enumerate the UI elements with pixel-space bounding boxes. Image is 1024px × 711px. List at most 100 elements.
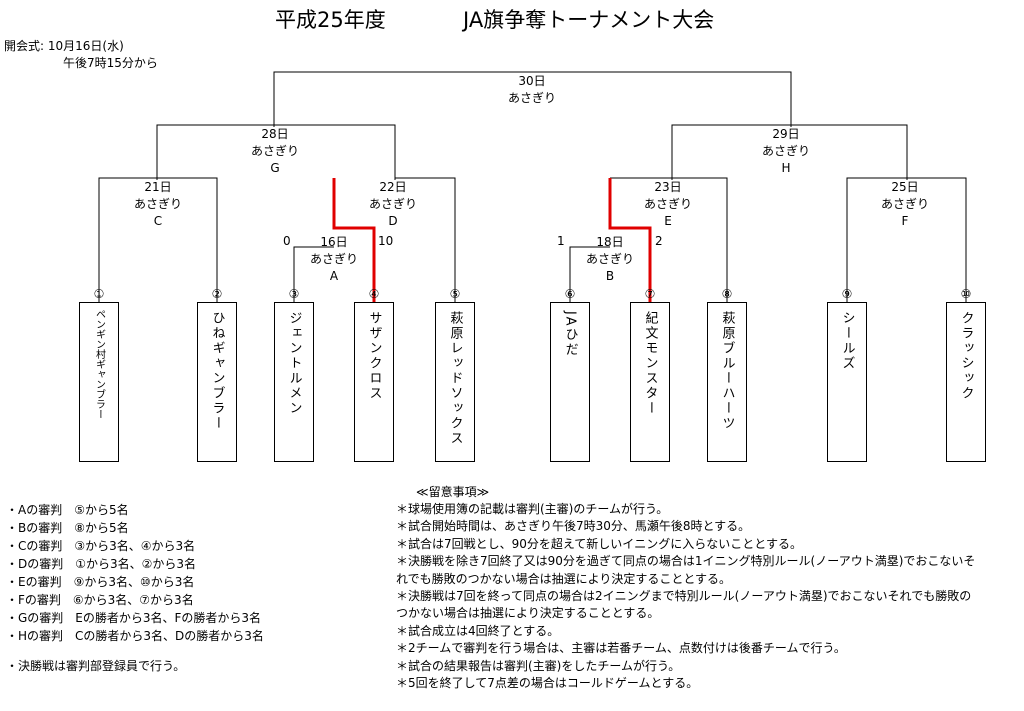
team-name: ひねギャンブラー	[209, 311, 225, 431]
final-venue: あさぎり	[507, 91, 556, 105]
notes-heading: ≪留意事項≫	[416, 485, 490, 499]
r1-b-code: B	[605, 269, 615, 283]
opening-label: 開会式:	[4, 39, 45, 53]
qf-d-venue: あさぎり	[368, 197, 417, 211]
semi-right-code: H	[781, 161, 791, 175]
team-box: JAひだ	[550, 302, 590, 462]
final-label: 30日 あさぎり	[492, 73, 572, 107]
team-name: 紀文モンスター	[642, 311, 658, 416]
team-name: JAひだ	[562, 311, 578, 358]
qf-c-venue: あさぎり	[133, 197, 182, 211]
team-box: ひねギャンブラー	[197, 302, 237, 462]
team-box: ジェントルメン	[274, 302, 314, 462]
semi-left-label: 28日 あさぎり G	[235, 126, 315, 177]
winner-path-e	[608, 178, 652, 302]
umpire-line: ・Bの審判 ⑧から5名	[6, 521, 129, 535]
note-item: ＊試合成立は4回終了とする。	[396, 623, 560, 638]
winner-path-d	[332, 178, 376, 302]
opening-time: 午後7時15分から	[63, 56, 158, 70]
team-box: 萩原レッドソックス	[435, 302, 475, 462]
qf-c-code: C	[153, 214, 163, 228]
umpire-line: ・Hの審判 Cの勝者から3名、Dの勝者から3名	[6, 629, 264, 643]
umpire-assignments: ・Aの審判 ⑤から5名 ・Bの審判 ⑧から5名 ・Cの審判 ③から3名、④から3…	[6, 501, 264, 675]
umpire-line: ・Dの審判 ①から3名、②から3名	[6, 557, 197, 571]
team-number: ①	[93, 287, 105, 301]
team-name: サザンクロス	[366, 311, 382, 401]
r1-a-venue: あさぎり	[309, 252, 358, 266]
qf-e-day: 23日	[654, 180, 682, 194]
semi-left-venue: あさぎり	[250, 144, 299, 158]
team-number: ⑥	[564, 287, 576, 301]
team-box: 萩原ブルーハーツ	[707, 302, 747, 462]
team-number: ④	[368, 287, 380, 301]
r1-a-score-left: 0	[283, 234, 291, 248]
qf-c-day: 21日	[144, 180, 172, 194]
team-box: シールズ	[827, 302, 867, 462]
team-name: シールズ	[839, 311, 855, 371]
qf-e-label: 23日 あさぎり E	[628, 179, 708, 230]
qf-f-day: 25日	[891, 180, 919, 194]
final-day: 30日	[518, 74, 546, 88]
semi-left-connector	[156, 124, 396, 180]
qf-e-connector	[610, 177, 728, 302]
note-item: ＊球場使用簿の記載は審判(主審)のチームが行う。	[396, 502, 669, 516]
final-umpire-note: ・決勝戦は審判部登録員で行う。	[6, 659, 186, 673]
team-number: ⑩	[960, 287, 972, 301]
team-number: ②	[211, 287, 223, 301]
qf-f-connector	[846, 177, 967, 302]
team-name: クラッシック	[958, 311, 974, 401]
r1-b-score-right: 2	[655, 234, 663, 248]
bracket-lines	[98, 71, 967, 302]
team-name: ペンギン村ギャンブラー	[93, 309, 105, 419]
qf-f-code: F	[901, 214, 909, 228]
r1-b-score-left: 1	[557, 234, 565, 248]
qf-d-day: 22日	[379, 180, 407, 194]
qf-f-label: 25日 あさぎり F	[865, 179, 945, 230]
team-box: ペンギン村ギャンブラー	[79, 302, 119, 462]
r1-b-label: 18日 あさぎり B	[570, 234, 650, 285]
team-number: ⑦	[644, 287, 656, 301]
title-year: 平成25年度	[275, 8, 386, 32]
team-number: ③	[288, 287, 300, 301]
r1-a-score-right: 10	[378, 234, 394, 248]
notes-list: ＊球場使用簿の記載は審判(主審)のチームが行う。 ＊試合開始時間は、あさぎり午後…	[396, 501, 976, 692]
qf-e-code: E	[664, 214, 672, 228]
note-item: ＊試合開始時間は、あさぎり午後7時30分、馬瀬午後8時とする。	[396, 519, 751, 534]
team-name: ジェントルメン	[286, 311, 302, 416]
umpire-line: ・Cの審判 ③から3名、④から3名	[6, 539, 196, 553]
semi-left-day: 28日	[261, 127, 289, 141]
r1-b-day: 18日	[596, 235, 624, 249]
umpire-line: ・Eの審判 ⑨から3名、⑩から3名	[6, 575, 195, 589]
team-name: 萩原ブルーハーツ	[719, 311, 735, 431]
r1-b-venue: あさぎり	[585, 252, 634, 266]
qf-d-label: 22日 あさぎり D	[353, 179, 433, 230]
r1-a-connector	[293, 246, 334, 302]
r1-a-day: 16日	[320, 235, 348, 249]
note-item: ＊2チームで審判を行う場合は、主審は若番チーム、点数付けは後番チームで行う。	[396, 641, 846, 656]
note-item: ＊試合は7回戦とし、90分を超えて新しいイニングに入らないこととする。	[396, 536, 802, 551]
r1-a-label: 16日 あさぎり A	[294, 234, 374, 285]
semi-right-label: 29日 あさぎり H	[746, 126, 826, 177]
qf-d-connector	[395, 177, 456, 302]
note-item: ＊5回を終了して7点差の場合はコールドゲームとする。	[396, 676, 699, 691]
team-number: ⑤	[449, 287, 461, 301]
r1-b-connector	[569, 246, 610, 302]
semi-right-venue: あさぎり	[761, 144, 810, 158]
qf-d-code: D	[388, 214, 398, 228]
umpire-line: ・Fの審判 ⑥から3名、⑦から3名	[6, 593, 194, 607]
semi-right-day: 29日	[772, 127, 800, 141]
page-title: 平成25年度 JA旗争奪トーナメント大会	[0, 4, 1024, 34]
team-box: クラッシック	[946, 302, 986, 462]
note-item: ＊決勝戦を除き7回終了又は90分を過ぎて同点の場合は1イニング特別ルール(ノーア…	[396, 554, 976, 586]
opening-date: 10月16日(水)	[47, 39, 124, 53]
semi-left-code: G	[270, 161, 280, 175]
winner-lines	[332, 178, 652, 302]
team-box: サザンクロス	[354, 302, 394, 462]
team-name: 萩原レッドソックス	[447, 311, 463, 446]
qf-e-venue: あさぎり	[643, 197, 692, 211]
note-item: ＊試合の結果報告は審判(主審)をしたチームが行う。	[396, 658, 681, 673]
opening-ceremony: 開会式: 10月16日(水) 午後7時15分から	[4, 38, 158, 72]
qf-c-connector	[98, 177, 218, 302]
qf-c-label: 21日 あさぎり C	[118, 179, 198, 230]
qf-f-venue: あさぎり	[880, 197, 929, 211]
